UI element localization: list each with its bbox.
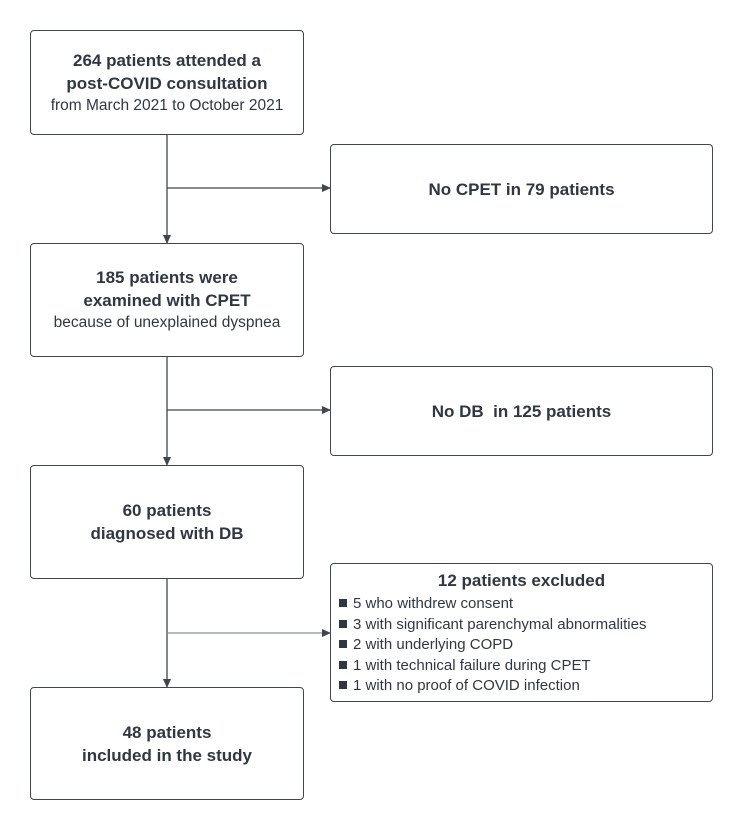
box-attended-consultation: 264 patients attended a post-COVID consu… [30, 30, 304, 135]
bullet-square-icon [339, 640, 347, 648]
box-included-line1: 48 patients [122, 722, 212, 742]
box-examined-line1: 185 patients were [96, 268, 238, 287]
box-no-cpet: No CPET in 79 patients [330, 144, 713, 234]
excluded-list: 5 who withdrew consent 3 with significan… [331, 594, 712, 697]
box-included-study: 48 patients included in the study [30, 687, 304, 800]
list-item: 1 with no proof of COVID infection [339, 676, 712, 697]
list-item-text: 5 who withdrew consent [353, 595, 514, 612]
box-attended-line1: 264 patients attended a [72, 50, 261, 70]
list-item-text: 1 with technical failure during CPET [353, 656, 591, 674]
bullet-square-icon [339, 681, 347, 689]
list-item: 2 with underlying COPD [339, 635, 712, 656]
excluded-title: 12 patients excluded [437, 571, 606, 590]
box-examined-line2: examined with CPET [83, 291, 251, 310]
box-no-db: No DB in 125 patients [330, 366, 713, 456]
list-item-text: 1 with no proof of COVID infection [353, 677, 580, 694]
box-examined-line3: because of unexplained dyspnea [53, 314, 281, 331]
box-diagnosed-line2: diagnosed with DB [90, 524, 244, 543]
box-included-line2: included in the study [81, 745, 252, 765]
list-item-text: 2 with underlying COPD [353, 636, 514, 653]
box-examined-cpet: 185 patients were examined with CPET bec… [30, 243, 304, 357]
list-item-text: 3 with significant parenchymal abnormali… [353, 615, 647, 633]
box-no-cpet-text: No CPET in 79 patients [428, 179, 615, 199]
bullet-square-icon [339, 619, 347, 628]
box-attended-line2: post-COVID consultation [66, 73, 268, 93]
box-diagnosed-line1: 60 patients [122, 501, 212, 520]
bullet-square-icon [339, 660, 347, 669]
box-attended-line3: from March 2021 to October 2021 [50, 96, 284, 114]
bullet-square-icon [339, 599, 347, 607]
list-item: 3 with significant parenchymal abnormali… [339, 615, 712, 636]
list-item: 5 who withdrew consent [339, 594, 712, 615]
box-no-db-text: No DB in 125 patients [431, 401, 612, 421]
box-diagnosed-db: 60 patients diagnosed with DB [30, 465, 304, 579]
box-excluded: 12 patients excluded 5 who withdrew cons… [330, 563, 713, 702]
list-item: 1 with technical failure during CPET [339, 656, 712, 677]
